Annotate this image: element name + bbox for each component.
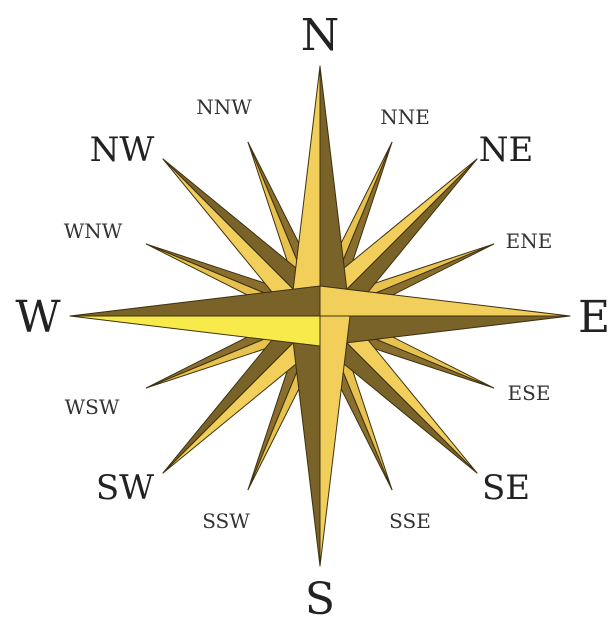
label-nw: NW (90, 130, 155, 170)
label-w: W (15, 292, 61, 343)
point-e-shade (320, 316, 570, 346)
label-n: N (301, 10, 340, 61)
point-w-face (70, 316, 320, 346)
point-s-shade (290, 316, 320, 566)
point-n-face (290, 66, 320, 316)
point-s-face (320, 316, 350, 566)
point-n-shade (320, 66, 350, 316)
label-sw: SW (96, 468, 154, 508)
label-s: S (305, 574, 335, 624)
label-ese: ESE (508, 381, 551, 405)
label-nnw: NNW (196, 95, 252, 119)
label-sse: SSE (389, 509, 431, 533)
label-wsw: WSW (65, 395, 120, 419)
label-ene: ENE (506, 229, 553, 253)
label-wnw: WNW (64, 219, 123, 243)
label-ssw: SSW (202, 509, 250, 533)
point-e-face (320, 286, 570, 316)
point-w-shade (70, 286, 320, 316)
label-e: E (578, 292, 608, 343)
label-se: SE (482, 468, 530, 508)
label-ne: NE (479, 130, 534, 170)
label-nne: NNE (380, 105, 430, 129)
